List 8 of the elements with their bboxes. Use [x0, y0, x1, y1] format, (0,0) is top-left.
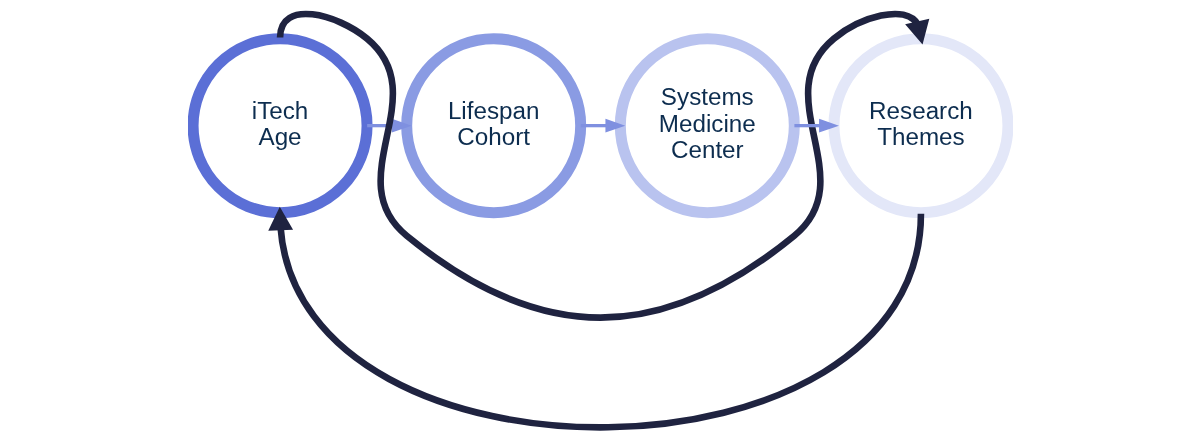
node-circle: iTech Age	[188, 32, 373, 218]
node-circle: Lifespan Cohort	[401, 32, 587, 218]
arrow	[794, 118, 839, 133]
arrow	[580, 118, 626, 133]
node-circle: Research Themes	[828, 32, 1013, 218]
node-circle: Systems Medicine Center	[614, 32, 800, 218]
arrow	[268, 206, 925, 430]
arrow	[367, 118, 412, 133]
